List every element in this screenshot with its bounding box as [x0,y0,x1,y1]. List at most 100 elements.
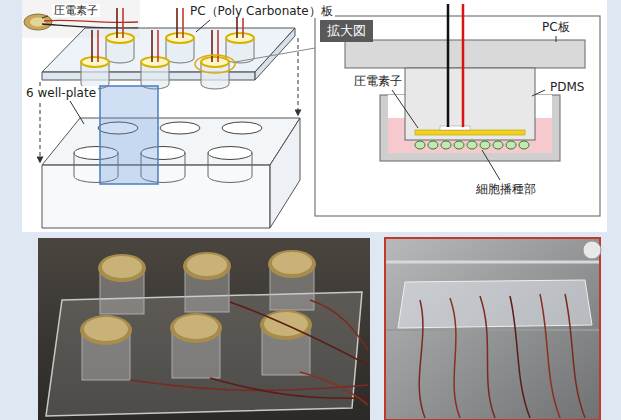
cross-section [440,126,470,130]
leader-line [392,90,418,128]
piezo-cylinder [81,8,254,89]
piezo-photo [24,14,52,30]
cross-section [462,4,465,127]
device-photo [98,254,146,282]
zoom-link [195,55,235,73]
cross-section [405,68,535,140]
device-photo [187,254,227,276]
piezo-photo [30,18,46,27]
device-photo [183,252,231,312]
device-photo [183,252,231,280]
incubator-photo [386,329,599,331]
device-photo [300,372,368,405]
incubator-photo [540,294,560,418]
piezo-cylinder [151,30,153,62]
well-plate [208,153,252,183]
piezo-cylinder [141,30,169,89]
pc-plate [255,28,295,80]
cell [428,141,438,149]
incubator-photo [419,300,425,418]
piezo-photo [44,20,138,22]
device-photo [268,250,316,278]
leader-line [42,16,48,18]
zoom-link [235,48,315,62]
device-photo [84,317,128,341]
piezo-cylinder [141,57,169,67]
device-photo [98,254,146,314]
zoom-link [195,48,315,73]
device-photo [268,250,316,310]
part-label: PDMS [548,80,586,94]
incubator-photo [450,298,460,418]
piezo-cylinder [81,30,109,89]
piezo-cylinder [116,8,118,38]
piezo-cylinder [106,8,134,63]
part-label: 6 well-plate [24,86,98,100]
device-photo [38,238,370,420]
well-plate [42,118,300,228]
piezo-cylinder [122,8,124,38]
piezo-cylinder [217,30,219,62]
part-label: 圧電素子 [352,74,404,88]
cell [493,141,503,149]
device-photo [130,380,368,390]
device-photo [310,300,368,350]
part-label: PC（Poly Carbonate）板 [188,4,335,18]
cell [467,141,477,149]
device-photo [260,310,312,375]
leader-line [392,36,556,180]
piezo-cylinder [157,30,159,62]
piezo-cylinder [91,30,93,62]
incubator-photo [385,238,601,420]
piezo-cylinder [81,57,109,67]
device-photo [170,313,222,378]
cell [415,141,425,149]
well-plate [222,122,262,134]
leader-line [70,101,84,124]
cross-section [415,130,525,135]
incubator-photo [398,280,592,328]
device-photo [38,238,370,420]
incubator-photo [419,294,585,418]
part-label: 圧電素子 [52,4,100,17]
cell [480,141,490,149]
piezo-cylinder [97,30,99,62]
leader-line [556,36,557,42]
well-plate [270,118,300,228]
leader-line [42,16,210,124]
device-photo [174,315,218,339]
piezo-cylinder [226,33,254,43]
cell [506,141,516,149]
cell [519,141,529,149]
cell [441,141,451,149]
part-label: 細胞播種部 [474,182,538,196]
piezo-cylinder [201,30,229,89]
well-plate [160,122,200,134]
assembly-arrow [298,38,299,115]
incubator-photo [510,296,530,418]
cross-section [345,40,585,68]
piezo-cylinder [176,8,178,38]
device-photo [80,315,132,380]
device-photo [210,378,368,398]
figure-ground [22,0,607,232]
leader-line [196,20,210,32]
cell [454,141,464,149]
device-photo [102,256,142,278]
cell [415,141,529,149]
view-title: 拡大図 [327,22,366,40]
device-photo [130,300,368,405]
device-photo [230,302,368,365]
well-plate [208,147,252,160]
piezo-cylinder [166,33,194,43]
highlight-region [100,86,158,184]
incubator-photo [386,261,599,264]
device-photo [80,315,132,345]
piezo-cylinder [211,30,213,62]
well-plate [42,118,300,165]
piezo-cylinder [182,8,184,38]
incubator-photo [480,296,495,418]
part-label: PC板 [540,20,572,34]
incubator-photo [583,241,601,259]
